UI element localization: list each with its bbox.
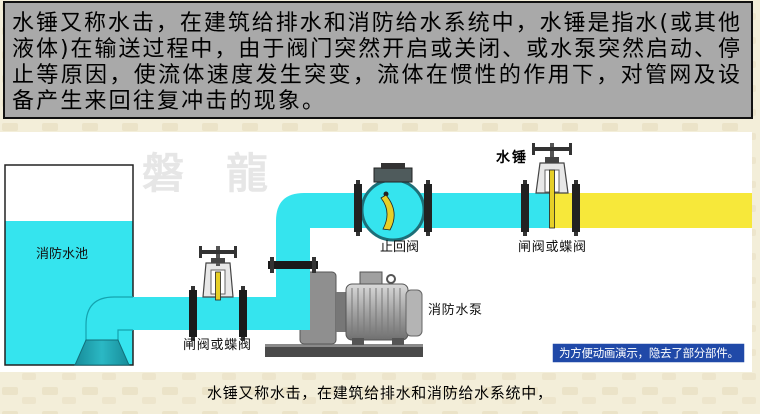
suction-bell-mouth <box>74 339 130 366</box>
valve-stem <box>550 143 554 163</box>
motor-terminal-box <box>359 271 383 286</box>
valve-gate <box>215 271 221 301</box>
valve-nut <box>211 258 225 263</box>
check-valve-hinge <box>383 191 389 197</box>
check-valve-flange-right <box>424 184 432 232</box>
suction-pipe-body <box>86 297 310 342</box>
caption: 水锤又称水击，在建筑给排水和消防给水系统中， <box>207 384 552 402</box>
motor-lifting-eye <box>386 274 396 284</box>
intro-line-2: 液体)在输送过程中，由于阀门突然开启或关闭、或水泵突然启动、停 <box>12 37 740 62</box>
check-valve-disc <box>380 194 395 231</box>
check-valve-bonnet <box>373 167 413 183</box>
intro-panel-box <box>3 1 753 119</box>
flange-bolt <box>523 232 527 236</box>
pump-base-highlight <box>265 344 423 347</box>
flange-bolt <box>191 337 195 341</box>
valve-flange-left <box>521 184 529 232</box>
pump-coupling <box>336 292 346 332</box>
check-valve: 止回阀 <box>354 163 432 255</box>
intro-panel: 水锤又称水击，在建筑给排水和消防给水系统中，水锤是指水(或其他 液体)在输送过程… <box>3 1 753 119</box>
valve-flange-left <box>189 290 197 337</box>
check-valve-cap <box>381 163 405 169</box>
intro-line-1: 水锤又称水击，在建筑给排水和消防给水系统中，水锤是指水(或其他 <box>12 11 740 36</box>
pump-label: 消防水泵 <box>428 302 482 318</box>
flange-bolt <box>356 232 360 236</box>
surge-water-segment <box>551 193 752 228</box>
flange-bolt <box>574 232 578 236</box>
fire-pump: 消防水泵 <box>265 271 482 357</box>
valve-gate <box>549 169 555 229</box>
pump-base <box>265 344 423 357</box>
check-valve-label: 止回阀 <box>380 240 419 255</box>
note-box: 为方便动画演示，隐去了部分部件。 <box>551 342 746 364</box>
motor-fan-cover <box>405 289 423 337</box>
flange-bolt <box>241 286 245 290</box>
outlet-gate-valve: 水锤 闸阀或蝶阀 <box>496 143 586 255</box>
suction-pipe <box>74 296 310 366</box>
inlet-valve-label: 闸阀或蝶阀 <box>183 338 251 353</box>
outlet-valve-label: 闸阀或蝶阀 <box>518 240 586 255</box>
check-valve-flange-left <box>354 184 362 232</box>
flange-bolt <box>241 337 245 341</box>
flange-bolt <box>523 180 527 184</box>
flange-bolt <box>356 180 360 184</box>
water-tank: 消防水池 <box>4 164 134 366</box>
valve-flange-right <box>572 184 580 232</box>
flange-bolt <box>574 180 578 184</box>
tank-label: 消防水池 <box>36 246 88 262</box>
handwheel-grip <box>532 143 535 155</box>
valve-nut <box>545 157 559 163</box>
motor-fins <box>351 288 401 336</box>
note-text: 为方便动画演示，隐去了部分部件。 <box>559 346 739 360</box>
flange-bolt <box>312 257 316 273</box>
tank-outline <box>4 164 134 366</box>
flange-bolt <box>270 257 274 273</box>
handwheel-icon <box>532 147 572 151</box>
handwheel-grip <box>199 246 202 258</box>
handwheel-icon <box>199 250 237 254</box>
diagram: 磐龍 消防水池 <box>0 132 752 372</box>
motor-body <box>345 283 409 341</box>
handwheel-grip <box>569 143 572 155</box>
flange-bolt <box>426 232 430 236</box>
inlet-gate-valve: 闸阀或蝶阀 <box>183 246 251 353</box>
discharge-pipe <box>268 193 752 312</box>
valve-flange-right <box>239 290 247 337</box>
pump-outlet-flange <box>268 261 318 269</box>
handwheel-grip <box>234 246 237 258</box>
intro-line-4: 备产生来回往复冲击的现象。 <box>12 89 324 114</box>
motor-foot <box>352 338 364 345</box>
valve-stem <box>216 246 220 266</box>
flange-bolt <box>426 180 430 184</box>
flange-bolt <box>191 286 195 290</box>
suction-pipe-outline <box>85 296 133 342</box>
note-background <box>551 342 746 364</box>
discharge-pipe-body <box>276 193 579 312</box>
motor-foot <box>392 338 404 345</box>
